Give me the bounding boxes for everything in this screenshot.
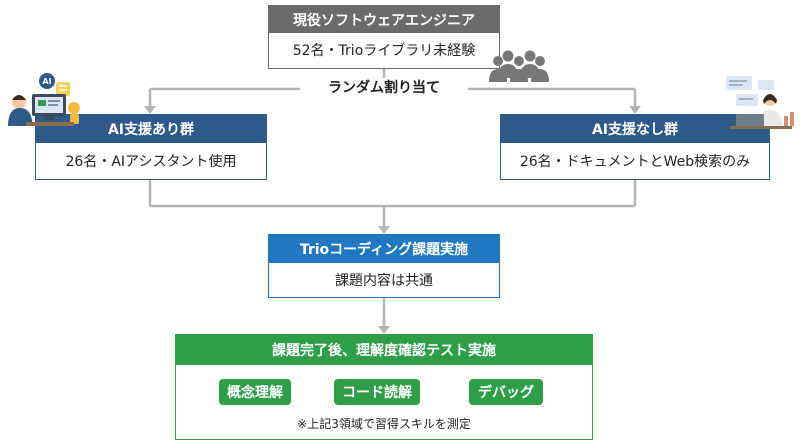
random-assignment-label: ランダム割り当て	[300, 78, 468, 98]
no-ai-group-subtitle: 26名・ドキュメントとWeb検索のみ	[519, 153, 751, 170]
arrowhead-ai-group	[144, 106, 156, 114]
arrowhead-evaluation	[378, 326, 390, 334]
skill-debugging: デバッグ	[469, 379, 543, 405]
people-group-icon	[489, 50, 549, 82]
person-with-laptop-icon	[726, 76, 794, 129]
ai-assisted-group-subtitle: 26名・AIアシスタント使用	[65, 153, 237, 170]
engineers-subtitle: 52名・Trioライブラリ未経験	[292, 43, 476, 59]
coding-task-title: Trioコーディング課題実施	[269, 235, 499, 263]
ai-badge-text: AI	[42, 77, 51, 86]
arrowhead-no-ai-group	[629, 106, 641, 114]
engineers-title: 現役ソフトウェアエンジニア	[269, 6, 499, 33]
skill-concept-understanding: 概念理解	[219, 379, 291, 405]
evaluation-note: ※上記3領域で習得スキルを測定	[297, 417, 471, 431]
evaluation-node: 課題完了後、理解度確認テスト実施 概念理解 コード読解 デバッグ ※上記3領域で…	[175, 334, 593, 440]
arrowhead-task	[378, 226, 390, 234]
no-ai-group-title: AI支援なし群	[501, 115, 769, 143]
engineers-node: 現役ソフトウェアエンジニア 52名・Trioライブラリ未経験	[268, 5, 500, 69]
person-with-ai-computer-icon: AI	[8, 73, 80, 126]
skill-code-reading: コード読解	[334, 379, 420, 405]
coding-task-node: Trioコーディング課題実施 課題内容は共通	[268, 234, 500, 298]
no-ai-group-node: AI支援なし群 26名・ドキュメントとWeb検索のみ	[500, 114, 770, 180]
coding-task-subtitle: 課題内容は共通	[335, 272, 433, 289]
evaluation-title: 課題完了後、理解度確認テスト実施	[176, 335, 592, 365]
